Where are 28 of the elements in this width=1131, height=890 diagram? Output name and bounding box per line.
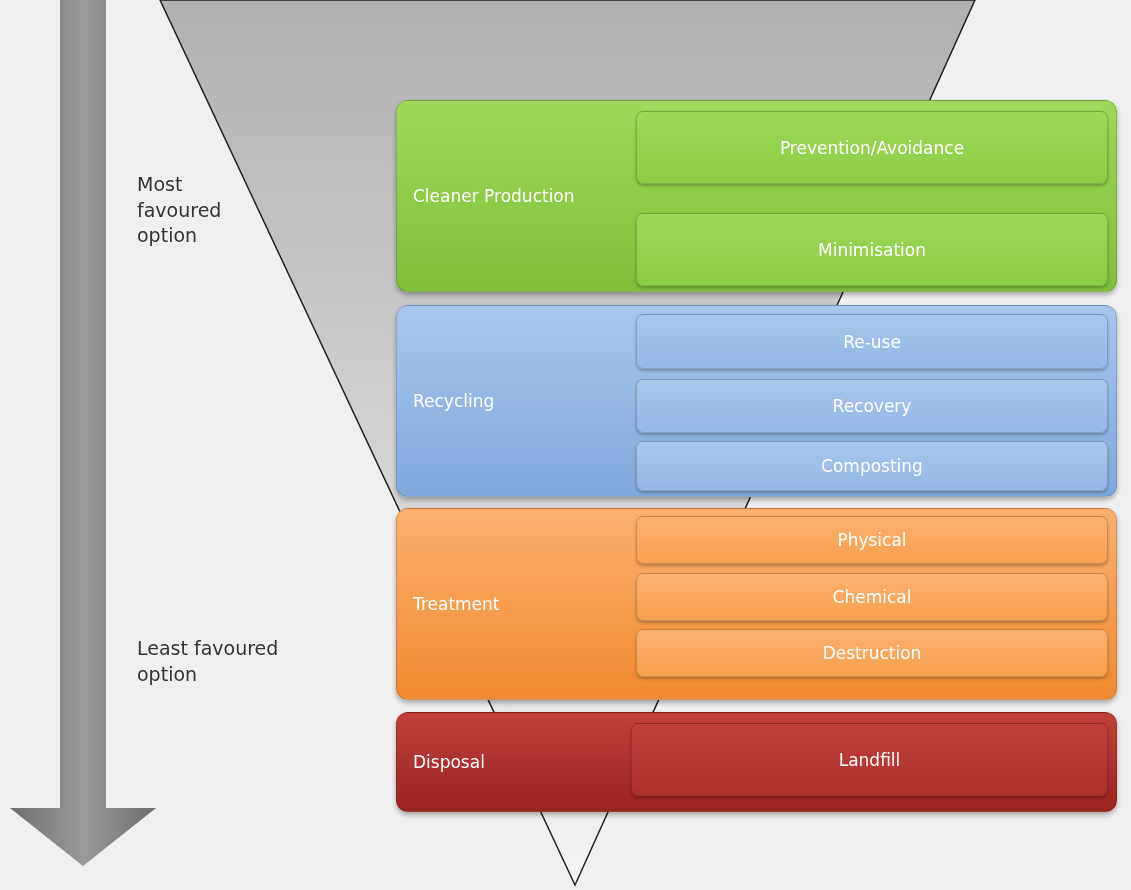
category-label: Disposal [413, 752, 485, 772]
option-label: Composting [821, 456, 923, 476]
option-label: Re-use [843, 331, 901, 352]
option-bar [636, 111, 1108, 184]
option-label: Destruction [822, 643, 922, 663]
option-label: Chemical [832, 587, 912, 607]
option-bar [636, 314, 1108, 369]
category-panel [396, 712, 1117, 812]
category-panel [396, 100, 1117, 292]
option-bar [631, 723, 1108, 796]
category-panel [396, 508, 1117, 700]
option-label: Recovery [832, 396, 912, 416]
option-bar [636, 213, 1108, 286]
option-label: Landfill [838, 749, 901, 770]
option-label: Minimisation [818, 239, 926, 260]
ranking-label: Least favoured option [137, 636, 280, 687]
category-panel [396, 305, 1117, 497]
option-bar [636, 516, 1108, 564]
category-label: Cleaner Production [413, 186, 575, 206]
option-bar [636, 573, 1108, 621]
option-label: Physical [837, 530, 907, 550]
category-label: Treatment [413, 594, 500, 614]
ranking-label: Most favoured option [137, 172, 223, 249]
option-bar [636, 441, 1108, 491]
option-bar [636, 629, 1108, 677]
option-bar [636, 379, 1108, 433]
category-label: Recycling [413, 391, 495, 411]
option-label: Prevention/Avoidance [779, 137, 965, 158]
